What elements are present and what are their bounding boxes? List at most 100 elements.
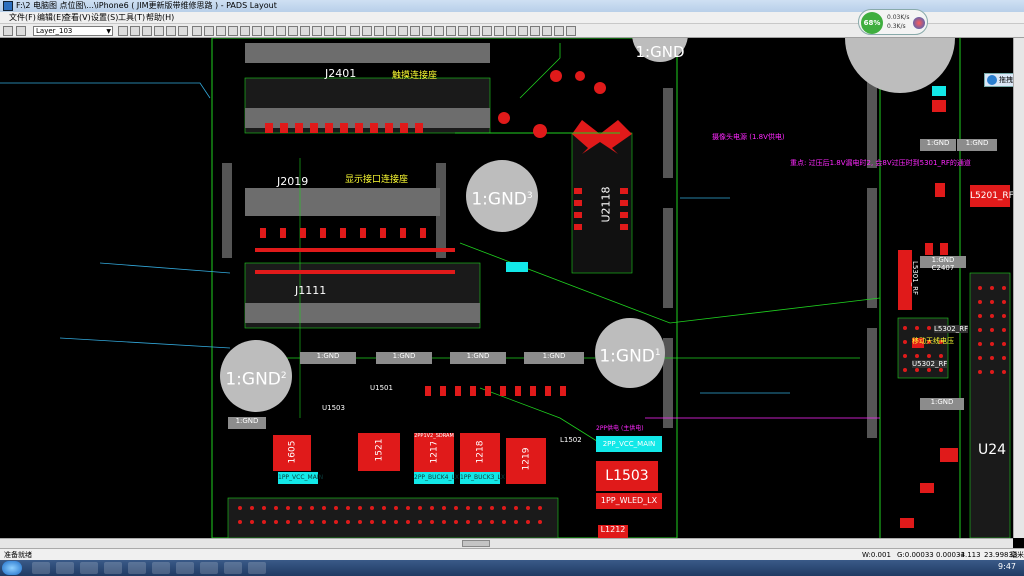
gnd-pad-label: 1:GND C2407 [920, 256, 966, 272]
menu-file[interactable]: 文件(F) [9, 13, 36, 22]
toolbar-tool-icon[interactable] [178, 26, 188, 36]
annotation-line [0, 82, 211, 99]
side-tab-label: 拖拽 [999, 76, 1013, 84]
cloud-icon [987, 75, 997, 85]
horizontal-scrollbar[interactable] [0, 538, 1013, 548]
taskbar-app-icon[interactable] [128, 562, 146, 574]
toolbar-tool-icon[interactable] [482, 26, 492, 36]
toolbar-tool-icon[interactable] [530, 26, 540, 36]
u1503-label: U1503 [322, 404, 345, 412]
taskbar-app-icon[interactable] [56, 562, 74, 574]
app-icon [3, 1, 13, 11]
taskbar-app-icon[interactable] [176, 562, 194, 574]
save-icon[interactable] [16, 26, 26, 36]
annotation-antenna: 移动天线电压 [912, 337, 954, 345]
gnd-pad-3: 1:GND3 [466, 160, 538, 232]
toolbar-tool-icon[interactable] [374, 26, 384, 36]
j2019-label: J2019 [277, 175, 309, 188]
gnd-pad-number: 1 [654, 348, 661, 358]
menu-help[interactable]: 帮助(H) [146, 13, 175, 22]
toolbar-tool-icon[interactable] [276, 26, 286, 36]
toolbar-tool-icon[interactable] [422, 26, 432, 36]
toolbar-tool-icon[interactable] [554, 26, 564, 36]
toolbar-tool-icon[interactable] [252, 26, 262, 36]
toolbar-tool-icon[interactable] [458, 26, 468, 36]
toolbar-tool-icon[interactable] [386, 26, 396, 36]
toolbar-tool-icon[interactable] [350, 26, 360, 36]
j2401-label: J2401 [325, 67, 357, 80]
toolbar-tool-icon[interactable] [142, 26, 152, 36]
taskbar-app-icon[interactable] [32, 562, 50, 574]
toolbar-tool-icon[interactable] [494, 26, 504, 36]
toolbar-tool-icon[interactable] [154, 26, 164, 36]
toolbar-tool-icon[interactable] [470, 26, 480, 36]
menu-view[interactable]: 查看(V) [63, 13, 91, 22]
toolbar-tool-icon[interactable] [118, 26, 128, 36]
toolbar-tool-icon[interactable] [434, 26, 444, 36]
taskbar-app-icon[interactable] [152, 562, 170, 574]
menu-settings[interactable]: 设置(S) [91, 13, 119, 22]
status-width: W:0.001 [862, 551, 891, 559]
toolbar-tool-icon[interactable] [204, 26, 214, 36]
layer-select[interactable]: Layer_103 ▼ [33, 26, 113, 36]
toolbar-tool-icon[interactable] [166, 26, 176, 36]
memory-percent: 68% [861, 12, 883, 34]
toolbar-tool-icon[interactable] [410, 26, 420, 36]
taskbar-app-icon[interactable] [200, 562, 218, 574]
toolbar-tool-icon[interactable] [312, 26, 322, 36]
toolbar-tool-icon[interactable] [506, 26, 516, 36]
gnd-pad-label: 1:GND [599, 346, 655, 367]
toolbar-tool-icon[interactable] [446, 26, 456, 36]
toolbar-tool-icon[interactable] [324, 26, 334, 36]
open-icon[interactable] [3, 26, 13, 36]
right-pad-field [969, 272, 1011, 538]
toolbar-tool-icon[interactable] [300, 26, 310, 36]
menu-edit[interactable]: 编辑(E) [37, 13, 65, 22]
toolbar-tool-icon[interactable] [216, 26, 226, 36]
vertical-scrollbar[interactable] [1013, 38, 1024, 538]
gnd-pad-2: 1:GND2 [220, 340, 292, 412]
toolbar-tool-icon[interactable] [362, 26, 372, 36]
pcb-canvas[interactable]: 1:GND 1:GND3 1:GND1 1:GND2 J2401 触摸连接座 J… [0, 38, 1013, 538]
taskbar-app-icon[interactable] [104, 562, 122, 574]
scroll-thumb[interactable] [462, 540, 490, 547]
u2118-label: U2118 [599, 186, 613, 223]
u1501-label: U1501 [370, 384, 393, 392]
menu-tools[interactable]: 工具(T) [118, 13, 146, 22]
part-label: 1217 [429, 440, 439, 464]
toolbar-tool-icon[interactable] [566, 26, 576, 36]
toolbar-tool-icon[interactable] [264, 26, 274, 36]
toolbar-tool-icon[interactable] [542, 26, 552, 36]
upload-speed: 0.03K/s [887, 14, 910, 21]
toolbar-tool-icon[interactable] [288, 26, 298, 36]
taskbar-app-icon[interactable] [80, 562, 98, 574]
gnd-pad-label: 1:GND [524, 352, 584, 364]
gnd-pad-top-right [845, 38, 955, 93]
toolbar-tool-icon[interactable] [228, 26, 238, 36]
rail-wled-lx: 1PP_WLED_LX [596, 493, 662, 509]
start-button[interactable] [2, 561, 22, 575]
toolbar-tool-icon[interactable] [336, 26, 346, 36]
inductor-l1503: L1503 [596, 461, 658, 491]
toolbar-tool-icon[interactable] [192, 26, 202, 36]
inductor-l5201: L5201_RF [970, 185, 1013, 207]
red-pads [255, 70, 958, 528]
rail-far-bot [867, 328, 877, 438]
gnd-pad-label: 1:GND [450, 352, 506, 364]
j2401-bottom-row [245, 108, 490, 128]
rail-vcc-main-small: 1PP_VCC_MAIN [278, 472, 323, 484]
accelerator-icon[interactable] [913, 17, 925, 29]
toolbar-tool-icon[interactable] [130, 26, 140, 36]
gnd-pad-1: 1:GND1 [595, 318, 665, 388]
gnd-pad-label: 1:GND [920, 398, 964, 410]
network-monitor-widget[interactable]: 68% 0.03K/s 0.3K/s [858, 9, 928, 35]
toolbar-tool-icon[interactable] [240, 26, 250, 36]
gnd-pad-top: 1:GND [632, 38, 688, 62]
toolbar-tool-icon[interactable] [398, 26, 408, 36]
gnd-pad-label: 1:GND [957, 139, 997, 151]
taskbar-clock[interactable]: 9:47 [998, 562, 1016, 571]
j2401-desc: 触摸连接座 [392, 71, 438, 81]
taskbar-app-icon[interactable] [224, 562, 242, 574]
toolbar-tool-icon[interactable] [518, 26, 528, 36]
taskbar-app-icon[interactable] [248, 562, 266, 574]
